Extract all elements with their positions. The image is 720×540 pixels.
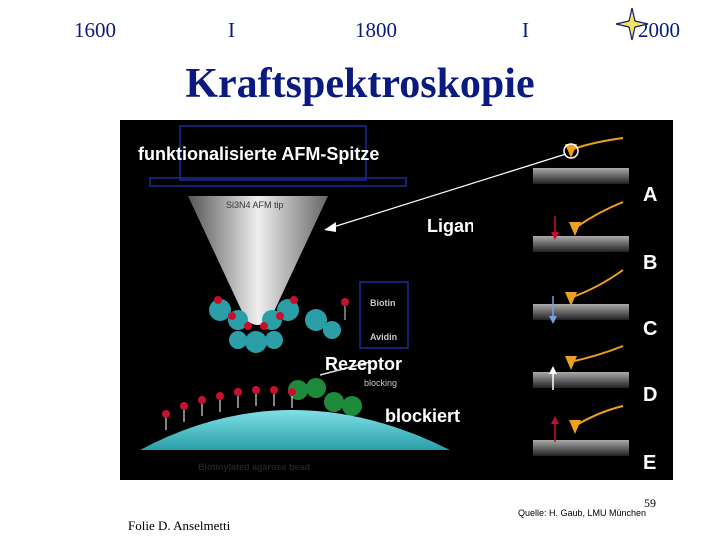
author-credit: Folie D. Anselmetti bbox=[128, 518, 231, 533]
timeline-separator: I bbox=[228, 18, 235, 42]
blockiert-label: blockiert bbox=[385, 406, 461, 426]
timeline: 1600 I 1800 I 2000 bbox=[0, 18, 720, 44]
tip-caption: Si3N4 AFM tip bbox=[226, 200, 284, 210]
step-label-e: E bbox=[643, 452, 657, 474]
page-title: Kraftspektroskopie bbox=[185, 61, 535, 107]
page-number: 59 bbox=[644, 496, 656, 510]
force-steps-panel: A B C D E bbox=[473, 120, 673, 480]
tip-label: funktionalisierte AFM-Spitze bbox=[138, 144, 380, 164]
timeline-1800: 1800 bbox=[355, 18, 397, 42]
timeline-1600: 1600 bbox=[74, 18, 116, 42]
timeline-2000: 2000 bbox=[638, 18, 680, 42]
bead-caption: Biotinylated agarose bead bbox=[198, 462, 311, 472]
step-label-b: B bbox=[643, 252, 658, 274]
blocking-label: blocking bbox=[364, 378, 398, 388]
step-label-c: C bbox=[643, 318, 658, 340]
biotin-label: Biotin bbox=[370, 298, 396, 308]
source-credit: Quelle: H. Gaub, LMU München bbox=[518, 508, 647, 518]
rezeptor-label: Rezeptor bbox=[325, 354, 403, 374]
timeline-separator: I bbox=[522, 18, 529, 42]
step-label-a: A bbox=[643, 184, 658, 206]
avidin-label: Avidin bbox=[370, 332, 398, 342]
afm-illustration bbox=[140, 125, 450, 450]
afm-figure: funktionalisierte AFM-Spitze Si3N4 AFM t… bbox=[120, 120, 486, 480]
cantilever-steps bbox=[533, 137, 629, 456]
step-label-d: D bbox=[643, 384, 658, 406]
